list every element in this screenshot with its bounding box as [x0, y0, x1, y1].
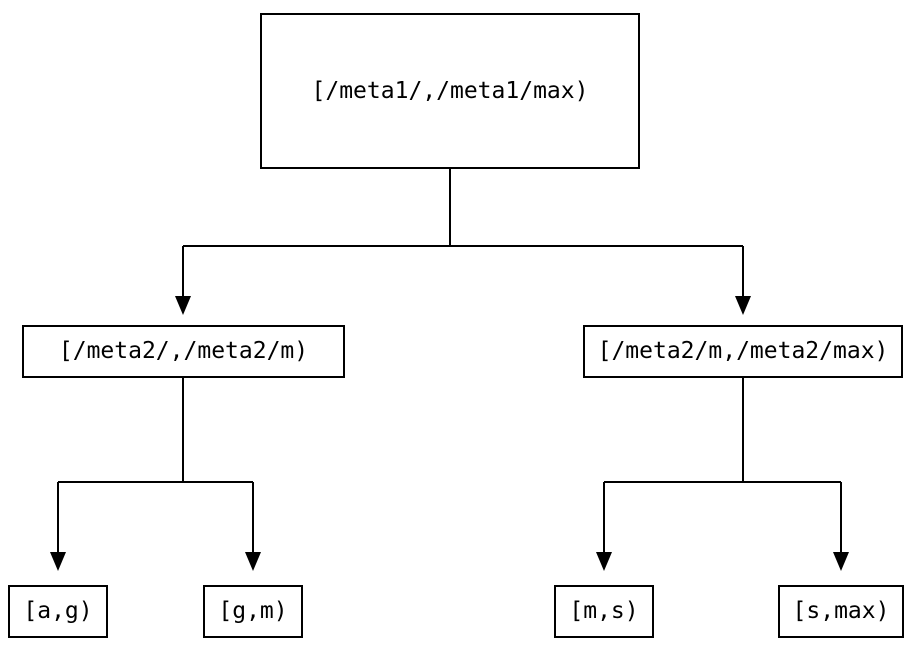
arrowhead-meta2-upper — [735, 296, 751, 315]
tree-node-leaf-s-max: [s,max) — [778, 585, 904, 638]
tree-node-meta1-range: [/meta1/,/meta1/max) — [260, 13, 640, 169]
tree-node-leaf-a-g: [a,g) — [8, 585, 108, 638]
tree-node-leaf-m-s: [m,s) — [554, 585, 654, 638]
arrowhead-leaf-m-s — [596, 552, 612, 571]
arrowhead-leaf-g-m — [245, 552, 261, 571]
tree-node-leaf-g-m: [g,m) — [203, 585, 303, 638]
tree-node-meta2-upper: [/meta2/m,/meta2/max) — [583, 325, 903, 378]
arrowhead-leaf-s-max — [833, 552, 849, 571]
arrowhead-meta2-lower — [175, 296, 191, 315]
arrowhead-leaf-a-g — [50, 552, 66, 571]
tree-node-meta2-lower: [/meta2/,/meta2/m) — [22, 325, 345, 378]
